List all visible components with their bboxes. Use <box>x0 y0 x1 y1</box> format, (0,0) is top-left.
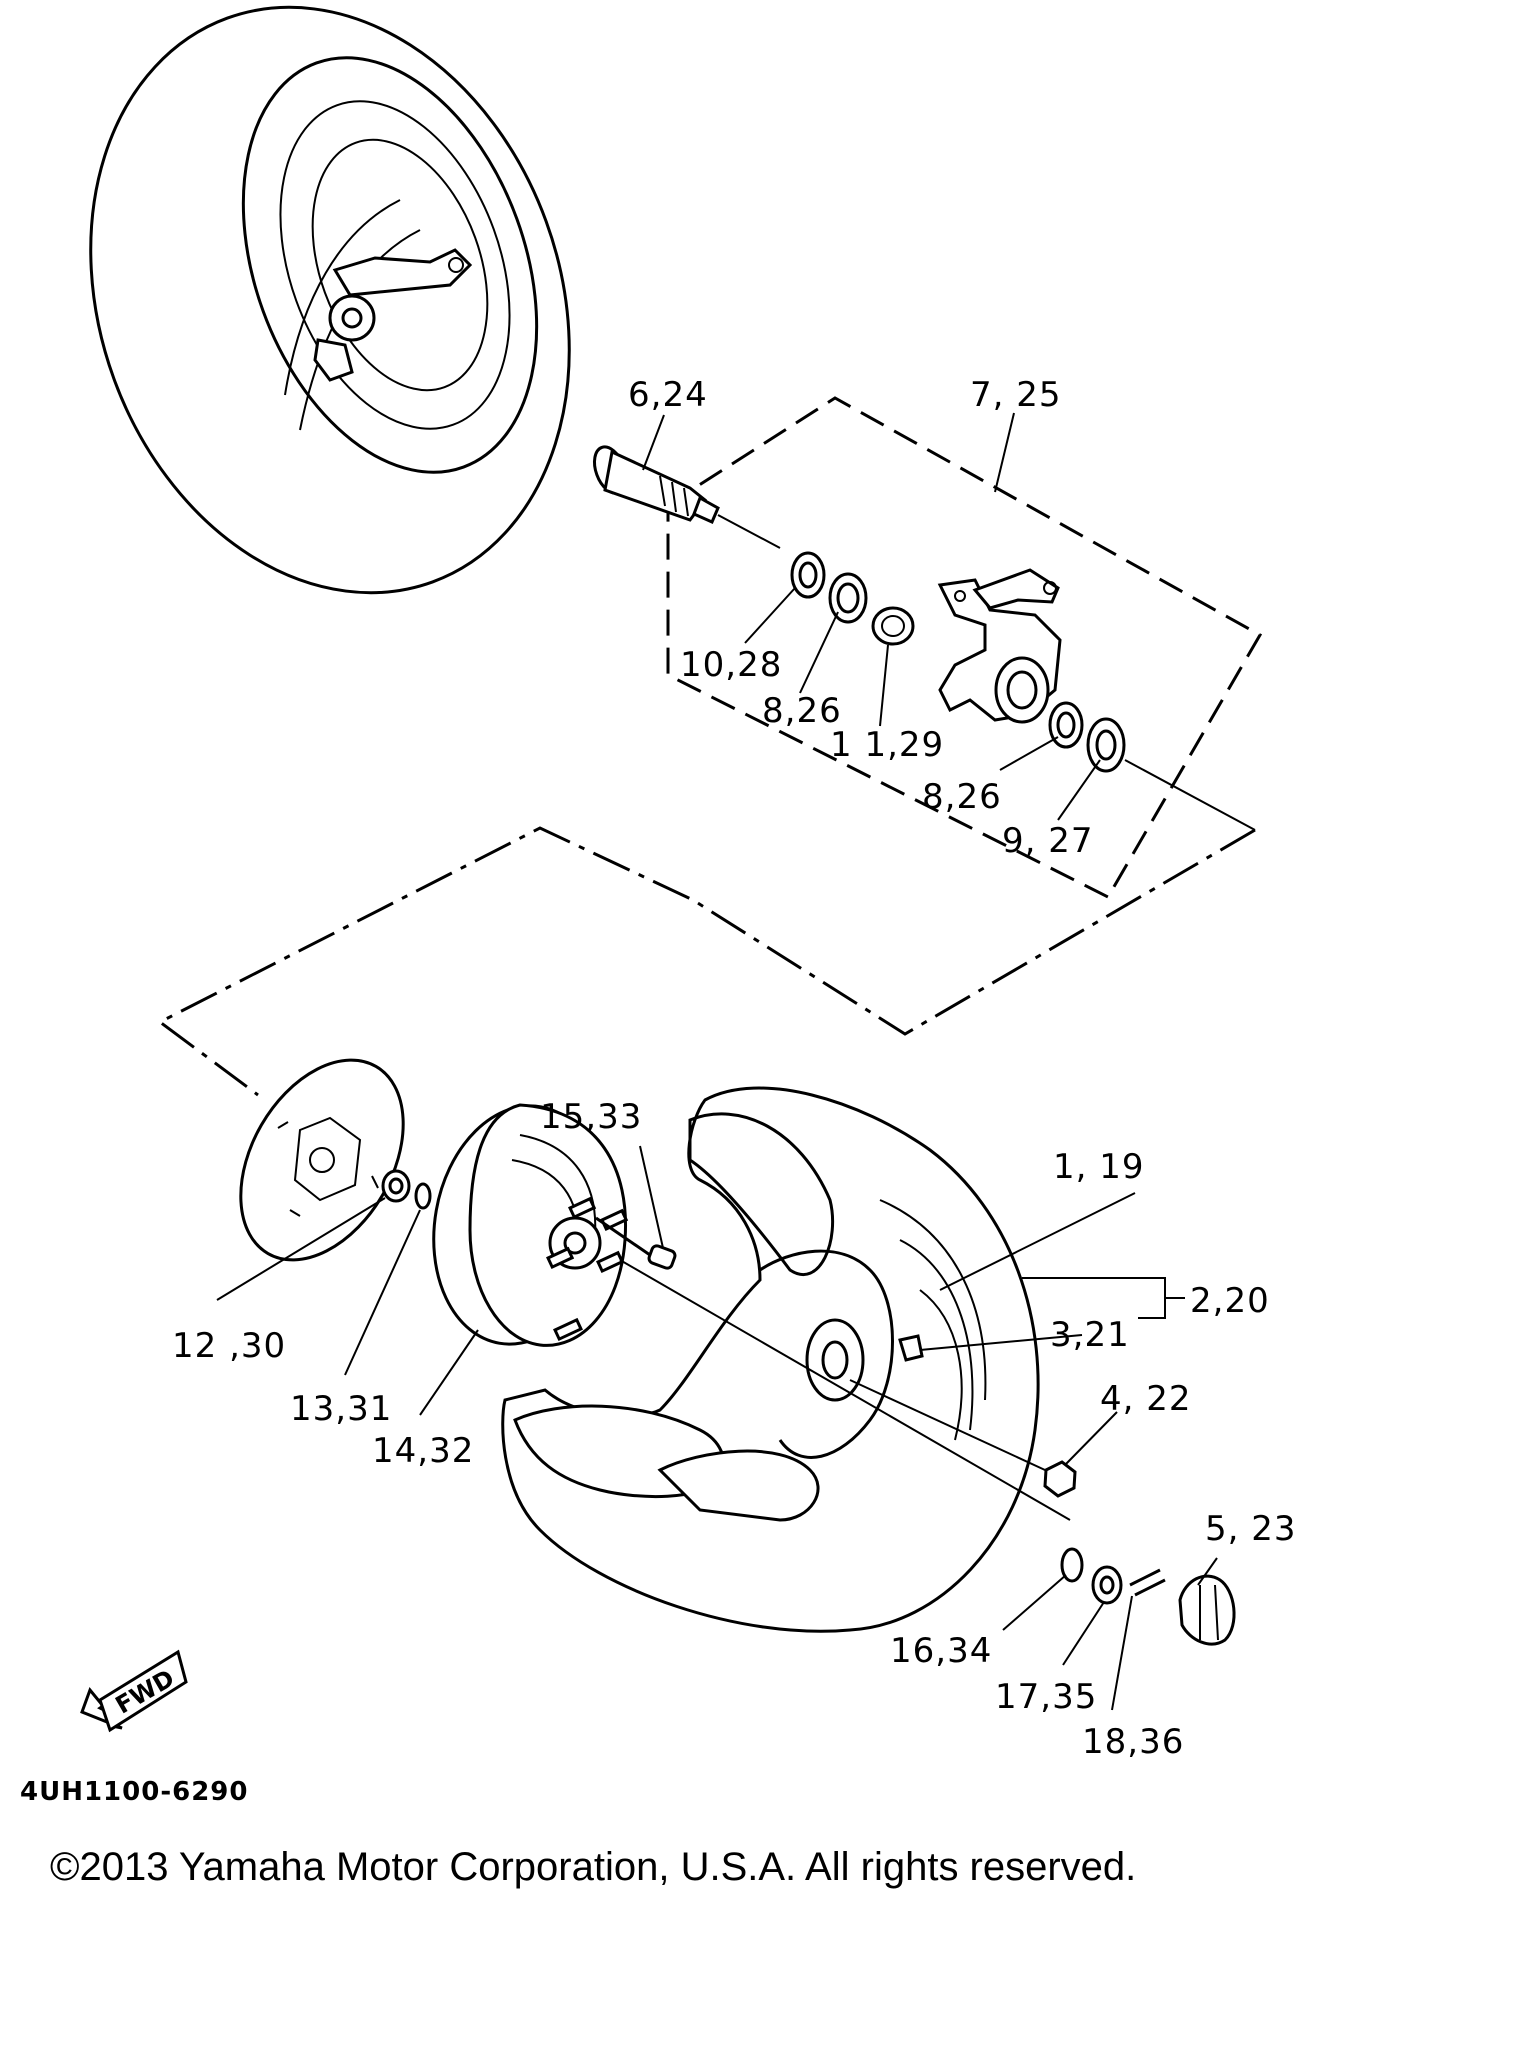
wheel-nut <box>1043 1460 1077 1498</box>
callout-3-21: 3,21 <box>1050 1315 1130 1355</box>
axle-line <box>619 1259 1071 1521</box>
callout-15-33: 15,33 <box>540 1097 642 1137</box>
hub-bolt <box>595 1216 677 1270</box>
callout-7-25: 7, 25 <box>970 375 1062 415</box>
callout-11-29: 1 1,29 <box>830 725 944 765</box>
drawing-code: 4UH1100-6290 <box>20 1777 248 1807</box>
callout-16-34: 16,34 <box>890 1631 992 1671</box>
o-ring <box>414 1182 432 1210</box>
callout-9-27: 9, 27 <box>1002 821 1094 861</box>
callout-5-23: 5, 23 <box>1205 1509 1297 1549</box>
brake-drum <box>432 1103 629 1347</box>
callout-1-19: 1, 19 <box>1053 1147 1145 1187</box>
washer <box>381 1169 411 1203</box>
callout-2-20: 2,20 <box>1190 1281 1270 1321</box>
leader-lines <box>216 412 1218 1711</box>
callout-12-30: 12 ,30 <box>172 1326 286 1366</box>
knuckle-group <box>592 396 1263 899</box>
fwd-arrow-icon: FWD <box>80 1649 188 1733</box>
callout-8-26-right: 8,26 <box>922 777 1002 817</box>
lower-wheel-assembly <box>501 1086 1040 1633</box>
callout-14-32: 14,32 <box>372 1431 474 1471</box>
plain-washer <box>1060 1547 1084 1583</box>
oil-seal-right <box>1086 717 1126 773</box>
callout-labels: 6,24 7, 25 10,28 8,26 1 1,29 8,26 9, 27 … <box>172 375 1297 1762</box>
callout-17-35: 17,35 <box>995 1677 1097 1717</box>
collar <box>871 606 915 646</box>
assembly-link-line <box>157 826 1256 1097</box>
copyright-notice: ©2013 Yamaha Motor Corporation, U.S.A. A… <box>50 1845 1136 1889</box>
steering-knuckle <box>937 568 1062 724</box>
bearing-left <box>828 572 868 624</box>
hub-cap <box>1178 1574 1236 1646</box>
callout-18-36: 18,36 <box>1082 1722 1184 1762</box>
callout-6-24: 6,24 <box>628 375 708 415</box>
upper-wheel-assembly <box>89 5 571 595</box>
callout-10-28: 10,28 <box>680 645 782 685</box>
callout-8-26-left: 8,26 <box>762 691 842 731</box>
callout-13-31: 13,31 <box>290 1389 392 1429</box>
axle-nut <box>1091 1565 1123 1605</box>
valve-stem <box>898 1334 924 1362</box>
brake-plate <box>239 1058 405 1262</box>
cotter-pin <box>1129 1568 1166 1597</box>
spindle-shaft <box>592 445 720 524</box>
oil-seal <box>790 551 826 599</box>
callout-4-22: 4, 22 <box>1100 1379 1192 1419</box>
bearing-right <box>1048 701 1084 749</box>
